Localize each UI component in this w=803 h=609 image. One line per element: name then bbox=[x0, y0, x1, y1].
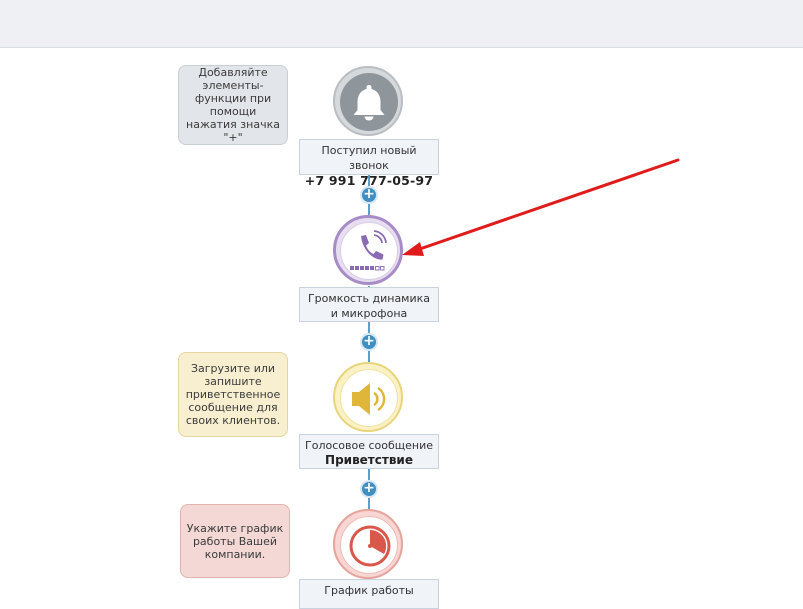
node-title: График работы bbox=[324, 584, 414, 597]
volume-label[interactable]: Громкость динамика и микрофона bbox=[299, 287, 439, 322]
node-subtitle: Приветствие bbox=[325, 453, 413, 467]
hint-text: Добавляйте элементы-функции при помощи н… bbox=[186, 66, 280, 144]
top-toolbar bbox=[0, 0, 803, 48]
schedule-node[interactable] bbox=[333, 509, 403, 579]
add-element-button[interactable]: + bbox=[360, 480, 378, 498]
voice-message-node[interactable] bbox=[333, 362, 403, 432]
incoming-call-label[interactable]: Поступил новый звонок +7 991 777-05-97 bbox=[299, 139, 439, 188]
hint-schedule: Укажите график работы Вашей компании. bbox=[180, 504, 290, 578]
node-title: Голосовое сообщение bbox=[305, 439, 433, 452]
hint-text: Укажите график работы Вашей компании. bbox=[186, 521, 284, 561]
add-element-button[interactable]: + bbox=[360, 186, 378, 204]
node-title: Громкость динамика и микрофона bbox=[307, 292, 431, 320]
incoming-call-node[interactable] bbox=[333, 66, 403, 136]
speaker-icon bbox=[340, 369, 398, 427]
hint-add-elements: Добавляйте элементы-функции при помощи н… bbox=[178, 65, 288, 145]
hint-upload-greeting: Загрузите или запишите приветственное со… bbox=[178, 352, 288, 437]
phone-number: +7 991 777-05-97 bbox=[304, 173, 434, 188]
node-title: Поступил новый звонок bbox=[321, 144, 417, 172]
hint-text: Загрузите или запишите приветственное со… bbox=[185, 362, 281, 427]
clock-icon bbox=[340, 516, 398, 574]
bell-icon bbox=[340, 73, 398, 131]
volume-node[interactable] bbox=[333, 215, 403, 285]
phone-volume-icon bbox=[340, 222, 398, 280]
voice-message-label[interactable]: Голосовое сообщение Приветствие bbox=[299, 434, 439, 469]
add-element-button[interactable]: + bbox=[360, 333, 378, 351]
